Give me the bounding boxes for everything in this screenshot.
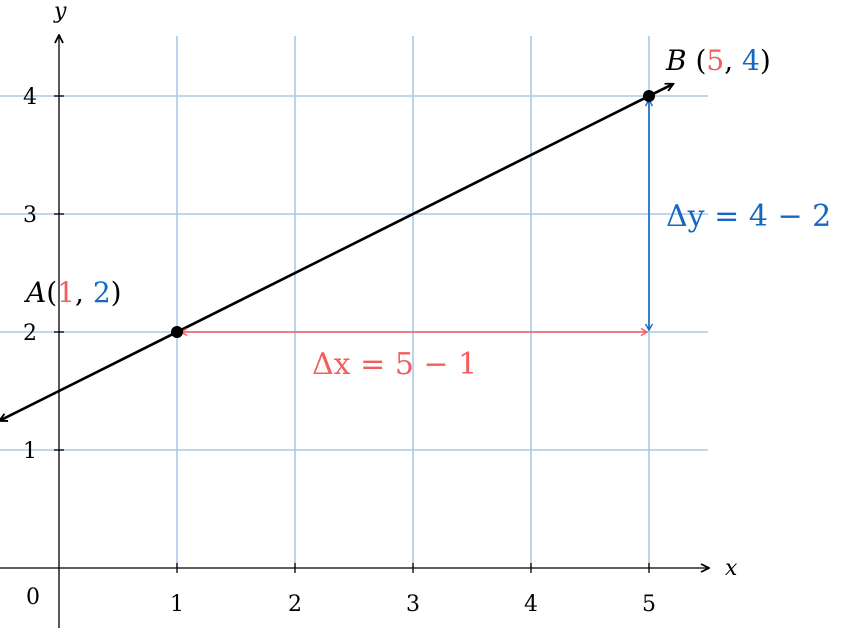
x-tick-label: 3: [406, 592, 420, 617]
point-b: [643, 90, 655, 102]
y-tick-label: 1: [23, 439, 37, 464]
x-tick-label: 2: [288, 592, 302, 617]
x-tick-label: 5: [642, 592, 656, 617]
point-a: [171, 326, 183, 338]
point-b-label: B (5, 4): [665, 44, 771, 77]
y-tick-label: 4: [23, 85, 37, 110]
marks: [0, 84, 673, 420]
axes: 1 2 3 4 5 1 2 3 4: [0, 36, 708, 628]
x-tick-label: 4: [524, 592, 538, 617]
y-axis-label: y: [53, 0, 67, 24]
origin-label: 0: [26, 585, 40, 610]
y-tick-label: 3: [23, 203, 37, 228]
delta-y-label: Δy = 4 − 2: [666, 199, 831, 234]
point-a-label: A(1, 2): [23, 276, 122, 309]
y-tick-label: 2: [23, 321, 37, 346]
line-ab: [0, 84, 673, 422]
x-axis-label: x: [725, 556, 738, 581]
line-ab-left-arrow: [0, 418, 6, 421]
x-tick-label: 1: [170, 592, 184, 617]
delta-x-label: Δx = 5 − 1: [312, 347, 477, 382]
